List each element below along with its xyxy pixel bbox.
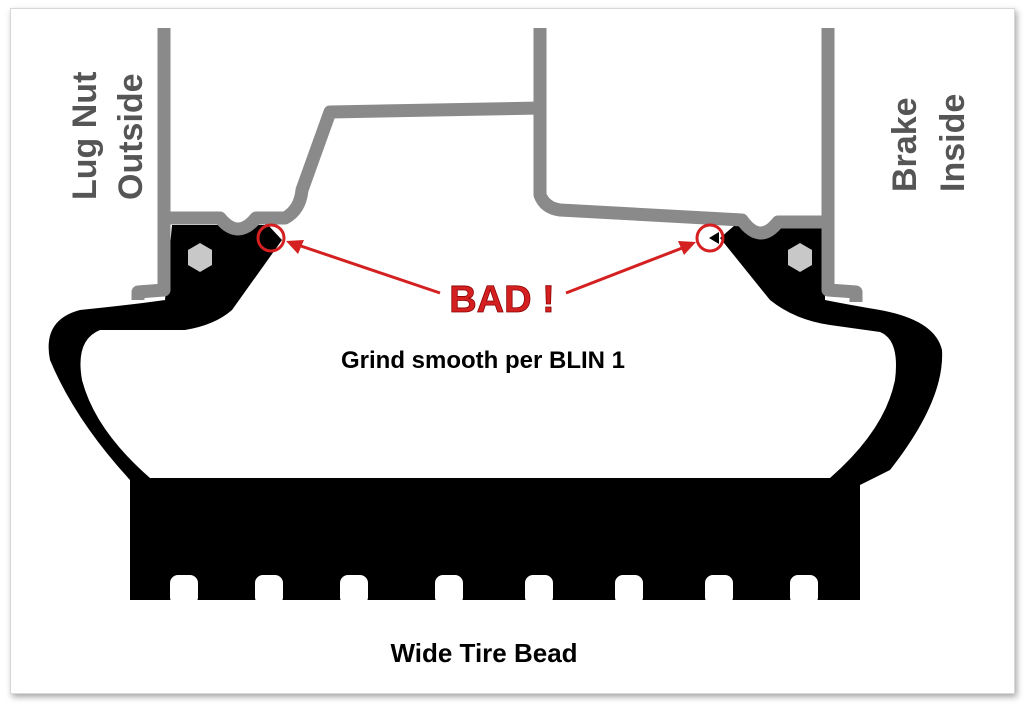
wide-tire-bead-label: Wide Tire Bead (390, 638, 577, 668)
bad-callout (256, 223, 725, 295)
left-bead-bolt (188, 243, 212, 272)
left-sharp-edge-marker (256, 223, 286, 253)
grind-note: Grind smooth per BLIN 1 (341, 347, 625, 374)
lug-nut-label: Lug Nut (66, 72, 104, 200)
bad-label: BAD ! (449, 279, 555, 321)
brake-label: Brake (886, 97, 924, 192)
inside-label: Inside (934, 94, 972, 192)
right-sharp-edge-marker (695, 223, 725, 253)
tread-notches (170, 575, 818, 605)
tire-profile (48, 225, 943, 605)
right-bead-bolt (788, 243, 812, 272)
rim-profile (131, 28, 863, 302)
outside-label: Outside (112, 73, 150, 200)
